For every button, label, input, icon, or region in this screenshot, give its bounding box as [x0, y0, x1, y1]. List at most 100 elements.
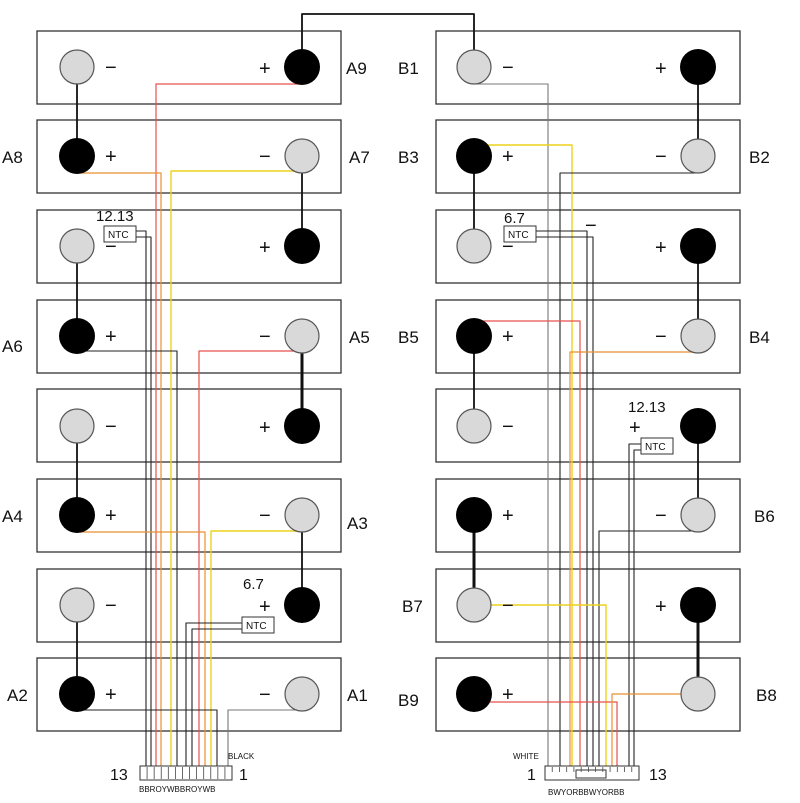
minus-sign: −: [259, 326, 271, 348]
ntc-value-right-upper: 6.7: [504, 210, 525, 227]
wire-left-a1: [227, 709, 302, 766]
connector-body: [139, 765, 233, 781]
plus-sign: +: [502, 684, 514, 706]
terminal-positive: [284, 408, 320, 444]
minus-sign: −: [502, 236, 514, 258]
ntc-sensor-left-lower: NTC 6.7: [241, 576, 275, 634]
ntc-box: [640, 437, 674, 455]
ntc-sensor-left-upper: NTC 12.13: [96, 208, 137, 243]
plus-sign: +: [502, 505, 514, 527]
label-b2: B2: [749, 148, 770, 167]
ntc-box: [241, 616, 275, 634]
ntc-box: [103, 225, 137, 243]
wire-right-b5-red: [474, 320, 581, 766]
connector-left: BLACK 13 1 BBROYWBBROYWB: [110, 752, 255, 794]
terminal-negative: [456, 408, 492, 444]
wire-right-b6: [598, 530, 698, 766]
terminal-positive: [680, 228, 716, 264]
ntc-value-right-lower: 12.13: [628, 399, 666, 416]
terminal-positive: [456, 497, 492, 533]
label-b5: B5: [398, 328, 419, 347]
terminal-positive: [680, 49, 716, 85]
terminal-positive: [680, 587, 716, 623]
label-b1: B1: [398, 59, 419, 78]
label-a8: A8: [2, 148, 23, 167]
connector-latch: [575, 769, 607, 779]
terminal-positive-a2: [59, 676, 95, 712]
wire-right-ntc1-a: [532, 230, 588, 766]
terminal-negative: [59, 49, 95, 85]
label-b9: B9: [398, 691, 419, 710]
plus-sign: +: [259, 58, 271, 80]
terminal-negative-b1: [456, 49, 492, 85]
minus-sign: −: [105, 595, 117, 617]
wire-left-ntc2-a: [185, 622, 243, 766]
terminal-negative-b8: [680, 676, 716, 712]
wire-right-b8-orange: [611, 693, 698, 766]
terminal-positive-b3: [456, 138, 492, 174]
plus-sign: +: [502, 326, 514, 348]
label-a9: A9: [346, 59, 367, 78]
label-a6: A6: [2, 337, 23, 356]
terminal-negative-a5: [284, 318, 320, 354]
terminal-positive-a6: [59, 318, 95, 354]
ntc-label: NTC: [645, 442, 666, 453]
terminal-negative-b7: [456, 587, 492, 623]
wire-left-a4-orange: [77, 531, 206, 766]
label-b7: B7: [402, 597, 423, 616]
minus-sign: −: [259, 146, 271, 168]
minus-sign: −: [502, 595, 514, 617]
label-b6: B6: [754, 507, 775, 526]
plus-sign: +: [105, 146, 117, 168]
minus-sign: −: [105, 416, 117, 438]
terminal-positive: [680, 408, 716, 444]
label-a2: A2: [7, 686, 28, 705]
plus-sign: +: [259, 237, 271, 259]
plus-sign: +: [655, 596, 667, 618]
wire-left-a6: [77, 350, 178, 766]
wire-left-a7-yellow: [170, 170, 302, 766]
minus-sign: −: [105, 57, 117, 79]
wire-right-ntc1-b: [532, 236, 594, 766]
ntc-value-left-lower: 6.7: [243, 576, 264, 593]
terminal-positive-a4: [59, 497, 95, 533]
terminal-positive-a8: [59, 138, 95, 174]
minus-sign: −: [655, 326, 667, 348]
ntc-label: NTC: [246, 621, 267, 632]
ntc-sensor-right-lower: NTC 12.13: [628, 399, 674, 455]
wire-right-b3-yellow: [474, 144, 573, 766]
plus-sign: +: [655, 237, 667, 259]
terminal-negative-a7: [284, 138, 320, 174]
terminal-negative-b2: [680, 138, 716, 174]
wire-right-ntc2-a: [628, 443, 646, 766]
plus-sign: +: [105, 684, 117, 706]
pin-number-1: 1: [239, 767, 248, 784]
plus-sign: +: [655, 58, 667, 80]
wire-right-b9-red: [474, 701, 618, 766]
wire-left-a8-orange: [77, 172, 162, 766]
terminal-positive-a9: [284, 49, 320, 85]
cable-label-black: BLACK: [228, 752, 255, 761]
minus-sign: −: [259, 684, 271, 706]
wire-left-a5-red: [198, 350, 302, 766]
wire-right-b1: [474, 83, 549, 766]
plus-sign: +: [105, 326, 117, 348]
minus-sign: −: [655, 505, 667, 527]
terminal-negative: [59, 587, 95, 623]
plus-sign: +: [259, 417, 271, 439]
wire-left-ntc2-b: [191, 628, 243, 766]
terminal-negative: [59, 228, 95, 264]
wire-right-b4-orange: [569, 351, 698, 766]
label-a3: A3: [347, 514, 368, 533]
terminal-positive-b5: [456, 318, 492, 354]
terminal-positive-b9: [456, 676, 492, 712]
ntc-sensor-right-upper: NTC 6.7: [503, 210, 537, 243]
minus-sign: −: [502, 57, 514, 79]
connector-right: WHITE 1 13 BWYORBBWYORBB: [513, 752, 667, 797]
minus-sign: −: [585, 215, 597, 237]
terminal-negative-b4: [680, 318, 716, 354]
minus-sign: −: [259, 505, 271, 527]
minus-sign: −: [105, 236, 117, 258]
label-a5: A5: [349, 328, 370, 347]
